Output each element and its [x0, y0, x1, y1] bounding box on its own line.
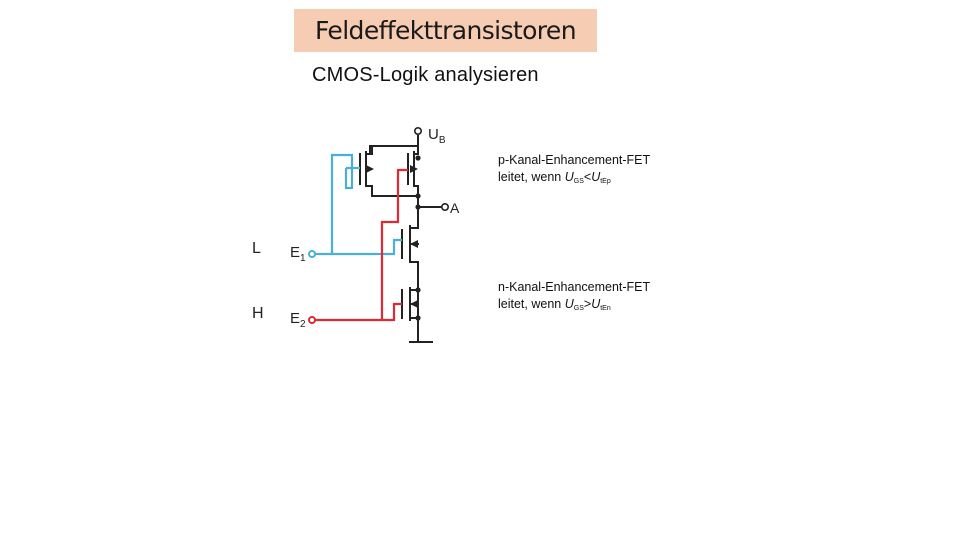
supply-terminal: [413, 127, 422, 136]
pfet2-source: [413, 145, 419, 155]
input1-label: E1: [290, 244, 306, 264]
nfet-note-title: n-Kanal-Enhancement-FET: [498, 280, 651, 294]
output-label: A: [450, 200, 460, 216]
output-wire: [417, 195, 443, 229]
input2-terminal: [308, 316, 316, 324]
junction-dot: [415, 193, 421, 199]
junction-dot: [415, 287, 421, 293]
junction-dot: [415, 155, 421, 161]
pfet2-arrow: [410, 165, 418, 173]
pfet-note-title: p-Kanal-Enhancement-FET: [498, 153, 651, 167]
level-label-l: L: [252, 240, 261, 257]
output-terminal: [440, 203, 449, 212]
pfet1-drain: [365, 185, 419, 197]
nfet1-source: [409, 261, 419, 291]
pfet1-arrow: [366, 165, 374, 173]
input2-label: E2: [290, 310, 306, 330]
nfet1-arrow: [410, 240, 418, 248]
supply-wire: [369, 135, 419, 147]
level-label-h: H: [252, 305, 264, 322]
pfet2-drain: [413, 185, 419, 197]
nfet-note-condition: leitet, wenn UGS>UtEn: [498, 297, 611, 312]
pfet1-source: [365, 145, 373, 155]
nfet-note: n-Kanal-Enhancement-FET leitet, wenn UGS…: [498, 279, 650, 317]
input1-wire: [314, 153, 402, 256]
title-box: Feldeffekttransistoren: [294, 9, 597, 52]
pfet-note: p-Kanal-Enhancement-FET leitet, wenn UGS…: [498, 152, 650, 190]
supply-label: UB: [428, 126, 446, 146]
page-subtitle: CMOS-Logik analysieren: [312, 64, 539, 86]
junction-dot: [415, 204, 421, 210]
input1-terminal: [308, 250, 316, 258]
input2-wire: [314, 168, 408, 322]
page-title: Feldeffekttransistoren: [315, 16, 577, 45]
junction-dot: [415, 315, 421, 321]
nfet2-arrow: [410, 300, 418, 308]
pfet-note-condition: leitet, wenn UGS<UtEp: [498, 170, 611, 185]
